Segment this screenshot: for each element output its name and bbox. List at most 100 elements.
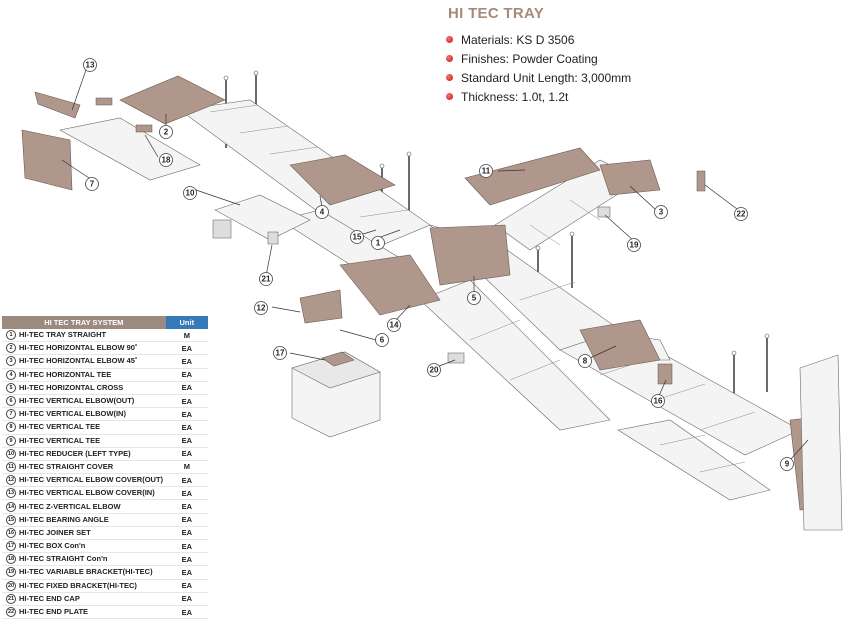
row-number: 12 [6, 475, 16, 486]
row-name: HI-TEC VERTICAL ELBOW COVER(OUT) [19, 475, 164, 485]
row-unit: EA [165, 526, 208, 541]
row-number: 20 [6, 580, 16, 591]
svg-text:10: 10 [186, 189, 195, 198]
svg-text:21: 21 [262, 275, 271, 284]
vertical-riser [799, 354, 843, 531]
row-unit: EA [165, 381, 208, 395]
row-name: HI-TEC VERTICAL ELBOW(IN) [19, 409, 126, 419]
row-number: 9 [6, 435, 16, 446]
svg-text:5: 5 [472, 294, 477, 303]
row-unit: EA [165, 434, 208, 448]
row-name: HI-TEC HORIZONTAL ELBOW 90˚ [19, 343, 138, 353]
row-unit: EA [165, 420, 208, 435]
svg-text:3: 3 [659, 208, 664, 217]
callout-18: 18 [159, 153, 173, 167]
svg-text:20: 20 [430, 366, 439, 375]
callout-15: 15 [350, 230, 364, 244]
row-unit: M [165, 329, 208, 343]
row-unit: EA [165, 592, 208, 606]
row-number: 7 [6, 409, 16, 420]
svg-text:18: 18 [162, 156, 171, 165]
bullet-icon [446, 36, 453, 43]
row-number: 8 [6, 422, 16, 433]
row-unit: EA [165, 552, 208, 567]
row-number: 15 [6, 514, 16, 525]
row-unit: EA [165, 394, 208, 409]
row-name: HI-TEC HORIZONTAL ELBOW 45˚ [19, 356, 138, 366]
row-name: HI-TEC FIXED BRACKET(HI-TEC) [19, 580, 137, 590]
callout-21: 21 [259, 272, 273, 286]
row-name: HI-TEC VARIABLE BRACKET(HI-TEC) [19, 567, 153, 577]
fittings [21, 75, 841, 511]
bullet-icon [446, 74, 453, 81]
row-number: 14 [6, 501, 16, 512]
spec-text: Finishes: Powder Coating [461, 51, 598, 66]
row-unit: EA [165, 354, 208, 369]
row-number: 21 [6, 593, 16, 604]
svg-text:11: 11 [482, 167, 491, 176]
row-unit: EA [165, 407, 208, 422]
spec-list: Materials: KS D 3506 Finishes: Powder Co… [446, 30, 631, 106]
svg-text:17: 17 [276, 349, 285, 358]
callout-11: 11 [479, 164, 493, 178]
bullet-icon [446, 93, 453, 100]
svg-text:8: 8 [583, 357, 588, 366]
row-unit: EA [165, 341, 208, 356]
callout-4: 4 [315, 205, 329, 219]
callout-10: 10 [183, 186, 197, 200]
row-number: 3 [6, 356, 16, 367]
callout-16: 16 [651, 394, 665, 408]
row-name: HI-TEC VERTICAL ELBOW(OUT) [19, 396, 135, 406]
row-number: 5 [6, 382, 16, 393]
row-unit: EA [165, 605, 208, 619]
row-name: HI-TEC VERTICAL TEE [19, 422, 101, 432]
box-enclosure [291, 351, 381, 438]
row-name: HI-TEC BOX Con'n [19, 541, 86, 551]
row-unit: EA [165, 513, 208, 527]
row-unit: EA [165, 565, 208, 580]
header-name: HI TEC TRAY SYSTEM [2, 316, 166, 329]
svg-text:9: 9 [785, 460, 790, 469]
row-number: 10 [6, 448, 16, 459]
spec-text: Standard Unit Length: 3,000mm [461, 70, 632, 85]
svg-text:1: 1 [376, 239, 381, 248]
callout-19: 19 [627, 238, 641, 252]
row-name: HI-TEC TRAY STRAIGHT [19, 330, 107, 340]
row-unit: EA [165, 579, 208, 593]
svg-text:7: 7 [90, 180, 95, 189]
callout-1: 1 [371, 236, 385, 250]
svg-text:16: 16 [654, 397, 663, 406]
table-header: HI TEC TRAY SYSTEM Unit [2, 316, 208, 329]
row-number: 13 [6, 488, 16, 499]
